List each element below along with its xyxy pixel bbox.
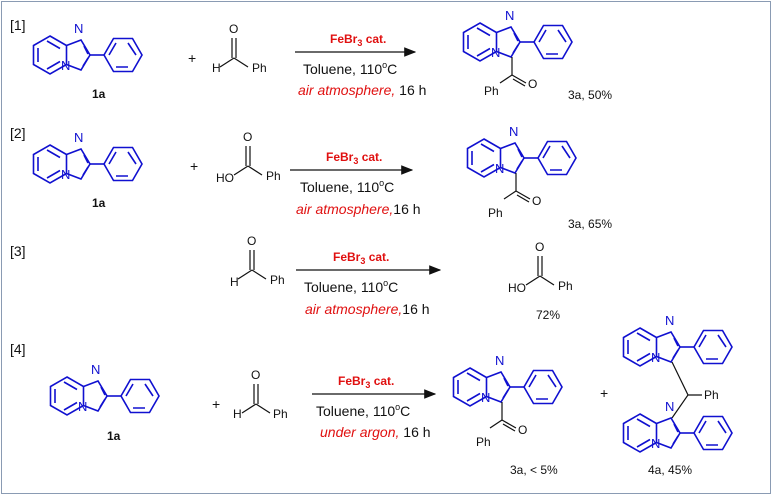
- conditions-atmosphere: air atmosphere,16 h: [305, 301, 430, 317]
- plus-sign: +: [600, 385, 608, 401]
- reagent-aldehyde: O H Ph: [230, 234, 285, 289]
- conditions-solvent: Toluene, 110oC: [303, 60, 397, 77]
- svg-text:N: N: [495, 353, 504, 368]
- svg-text:N: N: [509, 124, 518, 139]
- reaction-2-id: [2]: [10, 125, 26, 141]
- svg-text:O: O: [243, 130, 252, 144]
- plus-sign: +: [190, 158, 198, 174]
- svg-text:N: N: [91, 362, 100, 377]
- reactant-label: 1a: [92, 196, 106, 210]
- svg-text:N: N: [491, 45, 500, 60]
- product-label: 3a, 65%: [568, 217, 612, 231]
- svg-text:Ph: Ph: [484, 84, 499, 98]
- product-3a: N N O Ph: [466, 124, 577, 220]
- conditions-solvent: Toluene, 110oC: [300, 178, 394, 195]
- svg-text:N: N: [665, 313, 674, 328]
- svg-text:HO: HO: [216, 171, 234, 185]
- reagent-aldehyde: O H Ph: [212, 22, 267, 75]
- conditions-atmosphere: air atmosphere, 16 h: [298, 82, 426, 98]
- plus-sign: +: [212, 396, 220, 412]
- svg-text:Ph: Ph: [704, 388, 719, 402]
- product-label: 3a, 50%: [568, 88, 612, 102]
- reaction-1-id: [1]: [10, 17, 26, 33]
- conditions-solvent: Toluene, 110oC: [304, 278, 398, 295]
- svg-text:H: H: [233, 407, 242, 421]
- svg-text:H: H: [212, 61, 221, 75]
- svg-text:N: N: [495, 161, 504, 176]
- product-label: 4a, 45%: [648, 463, 692, 477]
- svg-text:Ph: Ph: [266, 169, 281, 183]
- svg-text:HO: HO: [508, 281, 526, 295]
- svg-text:N: N: [74, 21, 83, 36]
- product-label: 72%: [536, 308, 560, 322]
- svg-text:N: N: [61, 58, 70, 73]
- svg-text:Ph: Ph: [476, 435, 491, 449]
- conditions-atmosphere: under argon, 16 h: [320, 424, 431, 440]
- svg-text:O: O: [229, 22, 238, 36]
- product-3a: N N O Ph: [452, 353, 563, 449]
- svg-text:N: N: [651, 436, 660, 451]
- svg-text:O: O: [528, 77, 537, 91]
- conditions-solvent: Toluene, 110oC: [316, 402, 410, 419]
- svg-text:O: O: [532, 194, 541, 208]
- svg-text:N: N: [74, 130, 83, 145]
- svg-text:N: N: [665, 399, 674, 414]
- svg-text:N: N: [481, 390, 490, 405]
- catalyst: FeBr3 cat.: [326, 150, 382, 166]
- svg-text:N: N: [651, 350, 660, 365]
- svg-text:H: H: [230, 275, 239, 289]
- catalyst: FeBr3 cat.: [338, 374, 394, 390]
- svg-text:Ph: Ph: [488, 206, 503, 220]
- reactant-label: 1a: [107, 429, 121, 443]
- reactant-label: 1a: [92, 87, 106, 101]
- reactant-1a: N N: [32, 21, 143, 75]
- product-label: 3a, < 5%: [510, 463, 558, 477]
- catalyst: FeBr3 cat.: [330, 32, 386, 48]
- plus-sign: +: [188, 50, 196, 66]
- reaction-4-id: [4]: [10, 341, 26, 357]
- svg-text:Ph: Ph: [252, 61, 267, 75]
- reaction-3-id: [3]: [10, 243, 26, 259]
- catalyst: FeBr3 cat.: [333, 250, 389, 266]
- reagent-benzoic-acid: O HO Ph: [216, 130, 281, 185]
- product-3a: N N O Ph: [462, 8, 573, 98]
- product-4a: N N N N Ph: [622, 313, 733, 453]
- reagent-aldehyde: O H Ph: [233, 368, 288, 421]
- svg-text:Ph: Ph: [558, 279, 573, 293]
- svg-text:O: O: [247, 234, 256, 248]
- svg-text:N: N: [61, 167, 70, 182]
- product-benzoic-acid: O HO Ph: [508, 240, 573, 295]
- svg-text:N: N: [78, 399, 87, 414]
- reactant-1a: N N: [32, 130, 143, 184]
- conditions-atmosphere: air atmosphere,16 h: [296, 201, 421, 217]
- svg-text:Ph: Ph: [273, 407, 288, 421]
- svg-text:O: O: [518, 423, 527, 437]
- svg-text:N: N: [505, 8, 514, 23]
- reactant-1a: N N: [49, 362, 160, 416]
- svg-text:Ph: Ph: [270, 273, 285, 287]
- svg-text:O: O: [535, 240, 544, 254]
- svg-text:O: O: [251, 368, 260, 382]
